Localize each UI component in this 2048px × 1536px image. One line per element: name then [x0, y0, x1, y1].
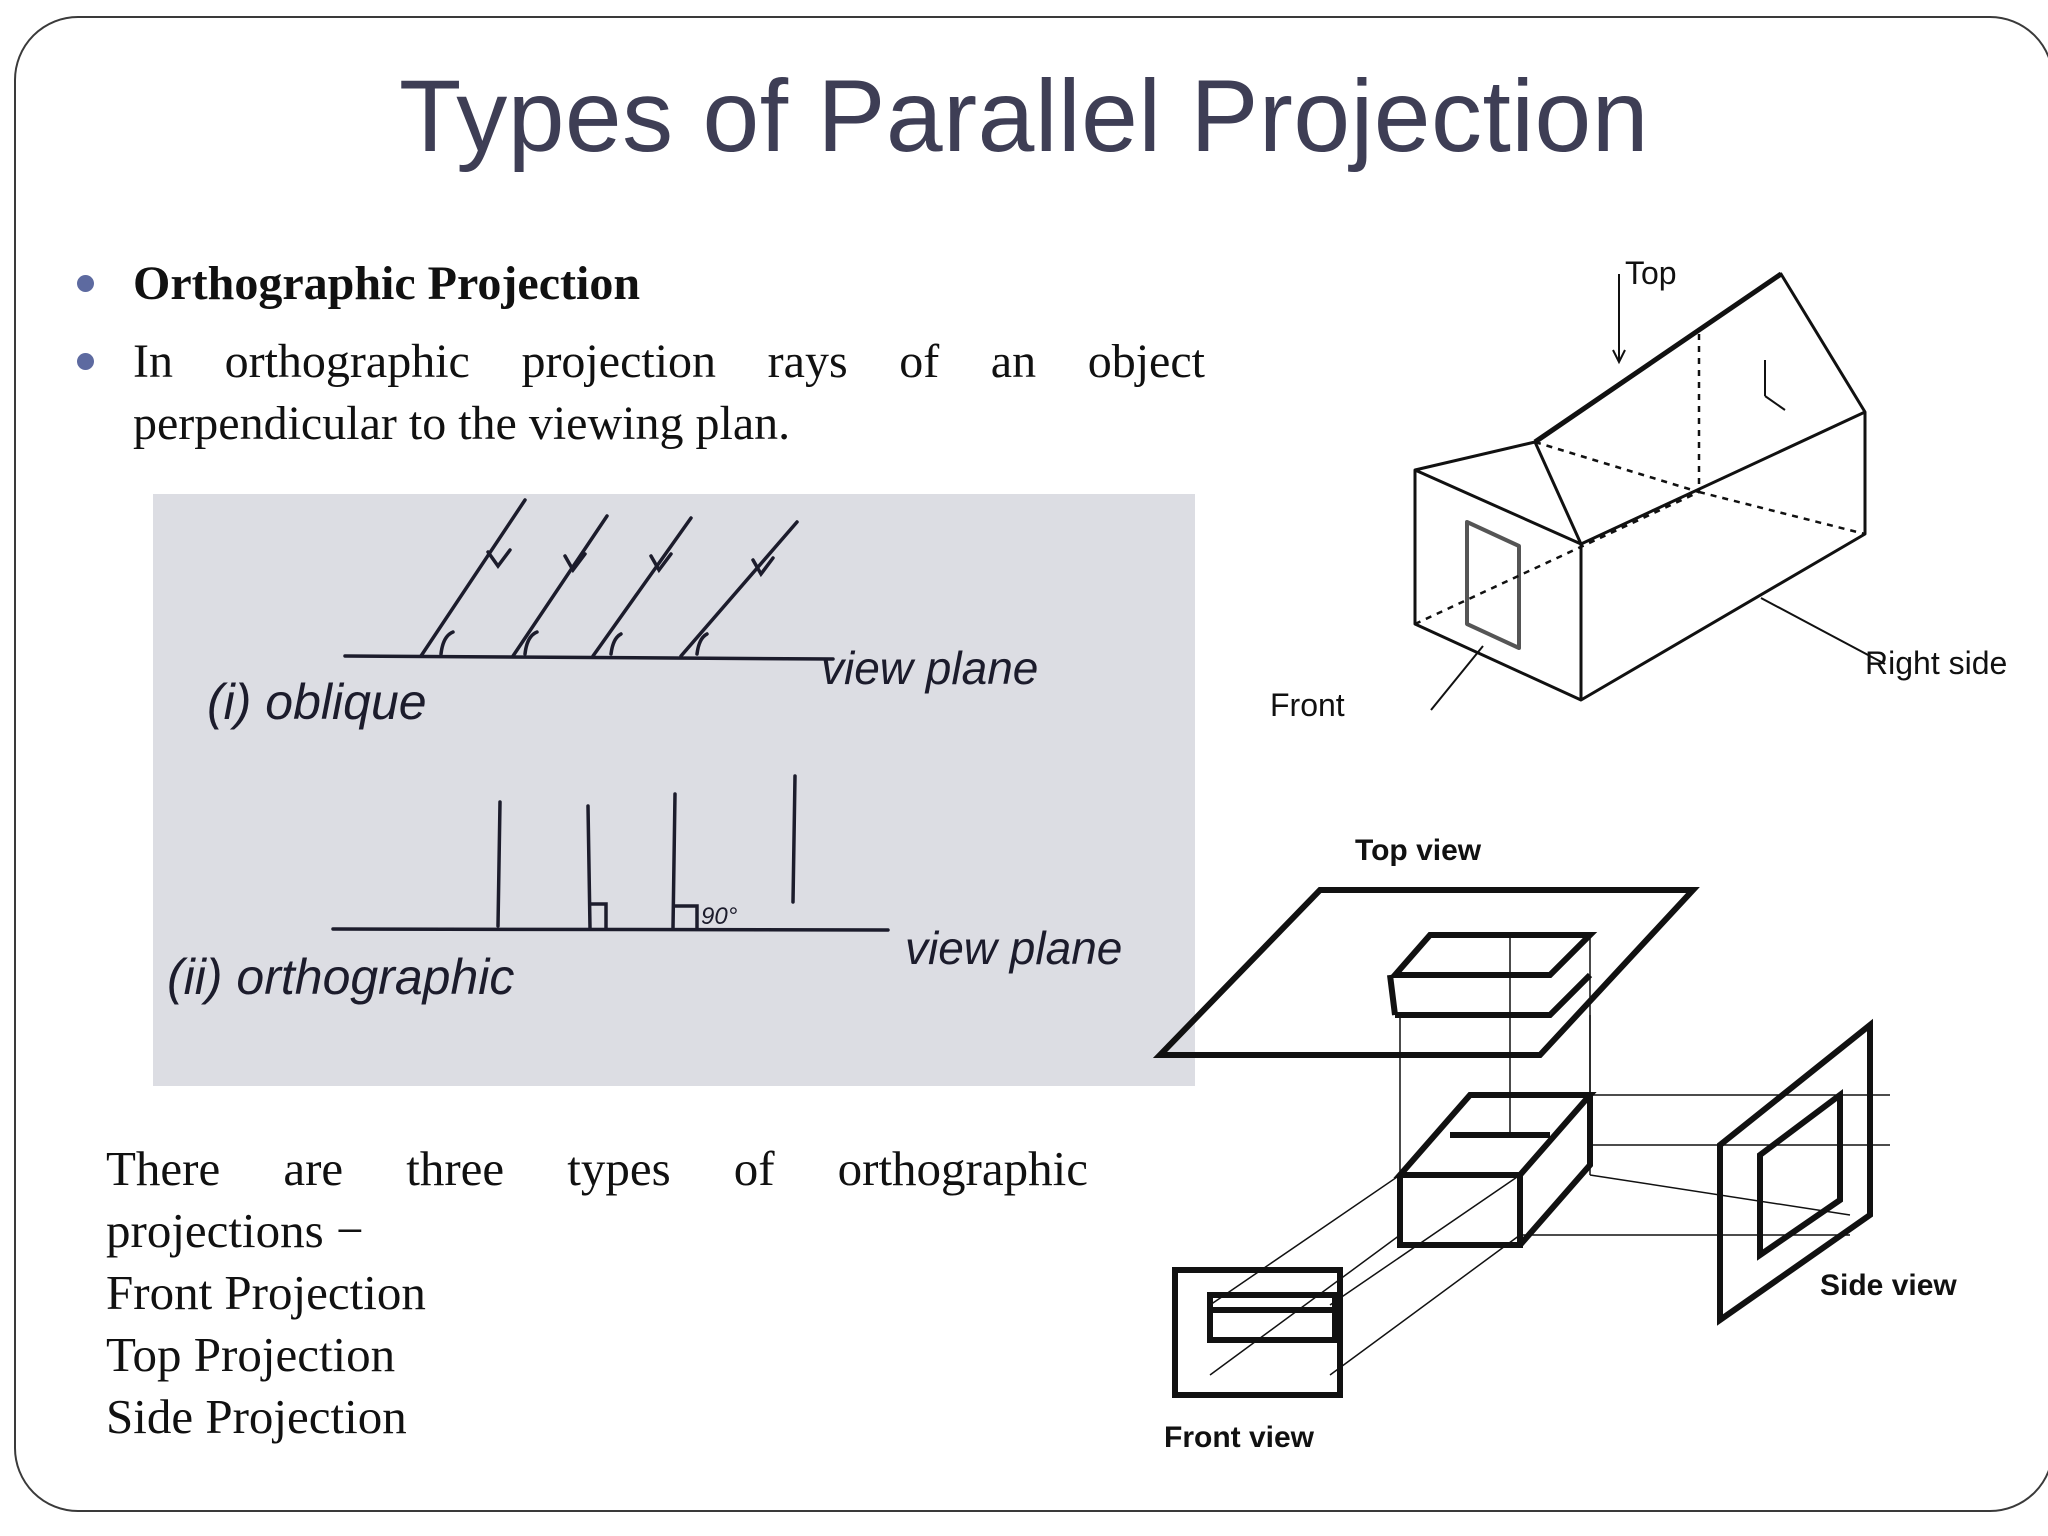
bullet-list: Orthographic Projection In orthographic …	[75, 253, 1205, 471]
slide-title: Types of Parallel Projection	[399, 59, 1649, 173]
bullet-icon	[77, 275, 94, 292]
house-top-label: Top	[1625, 255, 1677, 291]
bullet-heading: Orthographic Projection	[133, 257, 641, 310]
type-item: Side Projection	[106, 1389, 407, 1444]
sketch-oblique-plane: view plane	[821, 642, 1038, 694]
house-right-label: Right side	[1865, 645, 2007, 681]
sketch-ortho-label: (ii) orthographic	[167, 949, 514, 1005]
types-intro: There are three types of orthographic	[106, 1141, 1088, 1196]
slide-frame	[14, 16, 2048, 1512]
sketch-drawing: (i) oblique view plane 90° (ii) orthogra…	[167, 498, 1122, 1005]
projection-types: There are three types of orthographic pr…	[106, 1138, 1088, 1448]
bullet-item: In orthographic projection rays of an ob…	[75, 331, 1205, 455]
bullet-text-line: In orthographic projection rays of an ob…	[133, 335, 1205, 388]
types-intro-cont: projections −	[106, 1203, 364, 1258]
side-view-label: Side view	[1820, 1269, 1957, 1302]
front-view-label: Front view	[1164, 1421, 1315, 1454]
projection-views-diagram: Top view Side view Front view	[1152, 834, 1957, 1454]
sketch-angle: 90°	[701, 903, 738, 930]
handwritten-sketch: (i) oblique view plane 90° (ii) orthogra…	[153, 494, 1195, 1086]
house-front-label: Front	[1270, 687, 1345, 723]
type-item: Front Projection	[106, 1265, 426, 1320]
sketch-oblique-label: (i) oblique	[207, 674, 427, 730]
bullet-text-line: perpendicular to the viewing plan.	[133, 397, 791, 450]
type-item: Top Projection	[106, 1327, 396, 1382]
bullet-icon	[77, 353, 94, 370]
top-view-label: Top view	[1355, 834, 1482, 867]
bullet-item: Orthographic Projection	[75, 253, 1205, 315]
house-diagram: Top Front Right side	[1270, 255, 2007, 723]
bullet-text: In orthographic projection rays of an ob…	[133, 331, 1205, 455]
sketch-ortho-plane: view plane	[905, 922, 1122, 974]
frame-gap	[2032, 250, 2048, 730]
